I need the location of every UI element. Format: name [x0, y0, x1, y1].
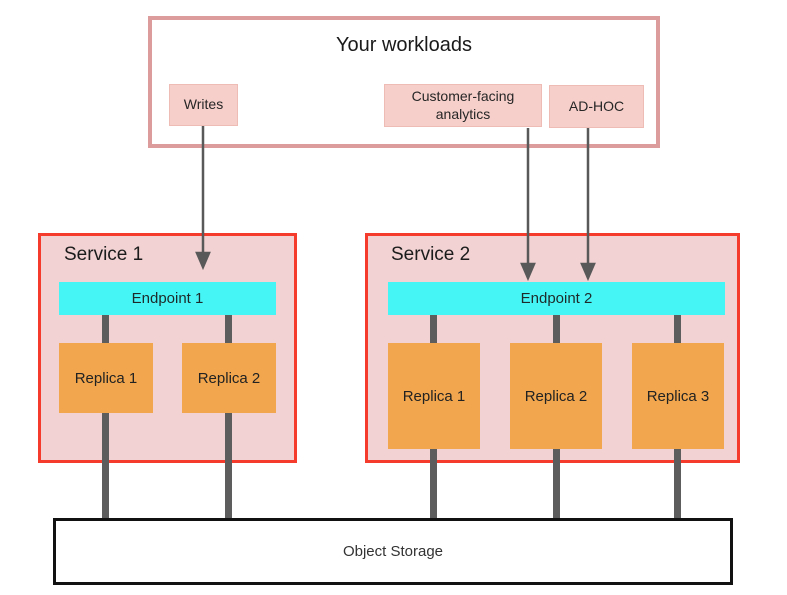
service-1-endpoint: Endpoint 1 — [59, 282, 276, 315]
service-1-label: Service 1 — [64, 244, 144, 265]
service-1-replica-2: Replica 2 — [182, 343, 276, 413]
service-2-replica-1: Replica 1 — [388, 343, 480, 449]
service-2-replica-3: Replica 3 — [632, 343, 724, 449]
service-2-endpoint: Endpoint 2 — [388, 282, 725, 315]
connector-s1-replica2 — [225, 315, 232, 520]
service-1-replica-1: Replica 1 — [59, 343, 153, 413]
service-2-label: Service 2 — [391, 244, 471, 265]
object-storage-box: Object Storage — [53, 518, 733, 585]
workload-adhoc-box: AD-HOC — [549, 85, 644, 128]
connector-s1-replica1 — [102, 315, 109, 520]
service-2-replica-2: Replica 2 — [510, 343, 602, 449]
workloads-title: Your workloads — [335, 34, 472, 56]
workload-analytics-box: Customer-facing analytics — [384, 84, 542, 127]
workload-writes-box: Writes — [169, 84, 238, 126]
